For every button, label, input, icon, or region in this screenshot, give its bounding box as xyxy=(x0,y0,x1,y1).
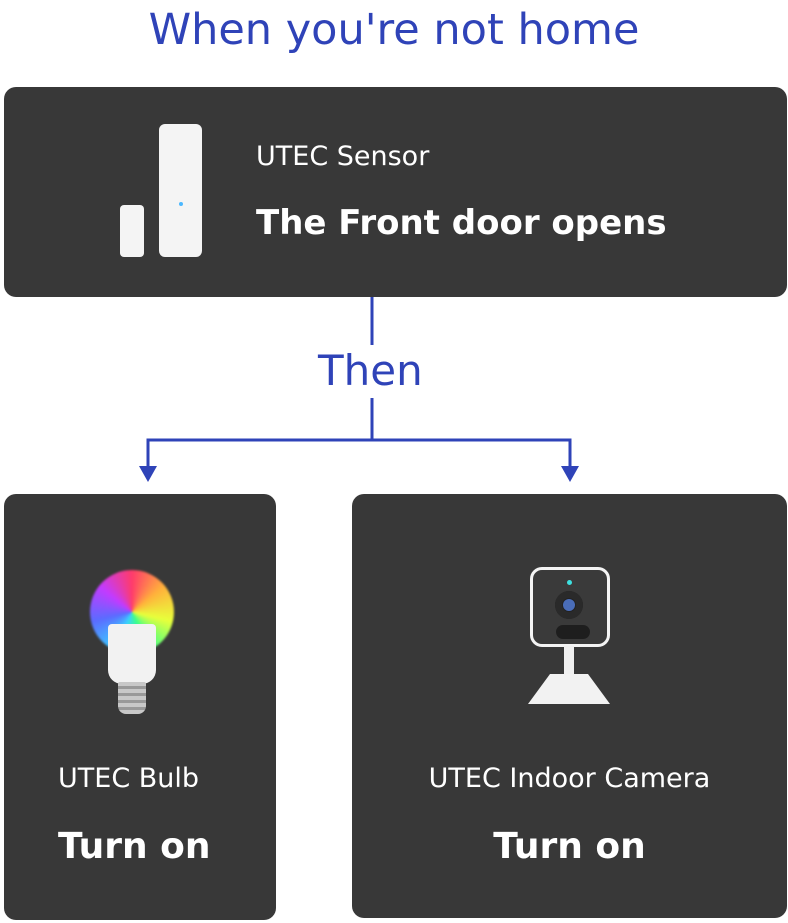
action-card-bulb: UTEC Bulb Turn on xyxy=(4,494,276,920)
camera-action-label: Turn on xyxy=(493,826,646,867)
bulb-action-label: Turn on xyxy=(58,826,211,867)
bulb-device-label: UTEC Bulb xyxy=(58,763,200,794)
trigger-card: UTEC Sensor The Front door opens xyxy=(4,87,787,297)
action-card-camera: UTEC Indoor Camera Turn on xyxy=(352,494,787,918)
trigger-device: UTEC Sensor xyxy=(256,141,430,172)
arrow-right-icon xyxy=(561,466,579,482)
camera-device-label: UTEC Indoor Camera xyxy=(428,763,711,794)
trigger-event: The Front door opens xyxy=(256,203,667,243)
then-label: Then xyxy=(318,346,423,395)
arrow-left-icon xyxy=(139,466,157,482)
diagram-title: When you're not home xyxy=(148,5,640,55)
